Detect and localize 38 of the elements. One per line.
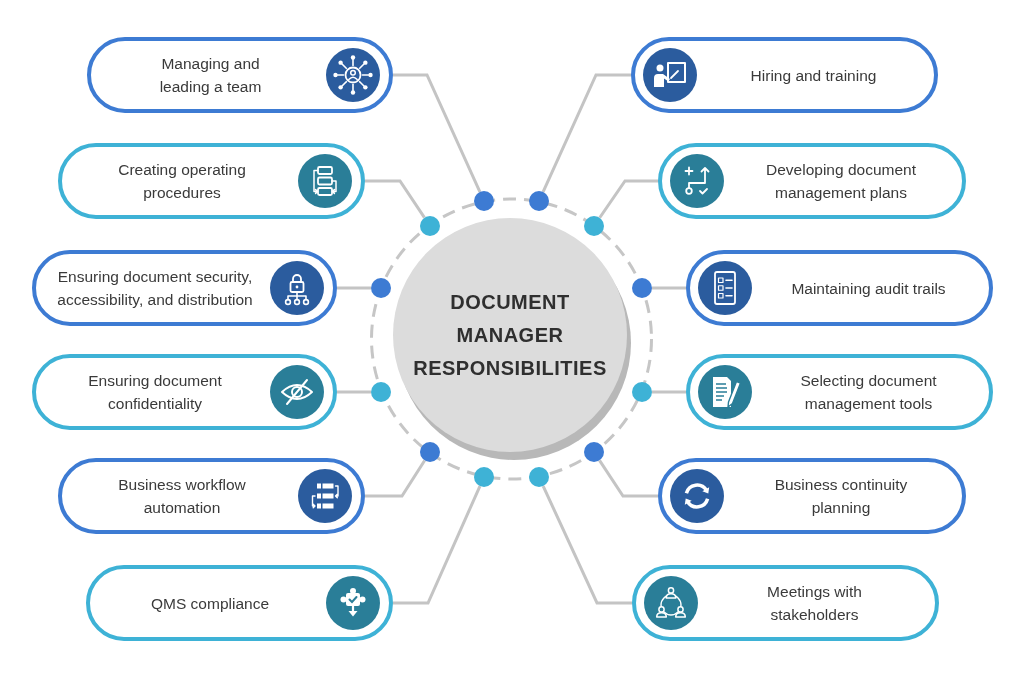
connector-dot xyxy=(371,278,391,298)
connector-dot xyxy=(474,467,494,487)
responsibility-label: Hiring and training xyxy=(750,65,877,86)
connector-dot xyxy=(584,216,604,236)
connector-dot xyxy=(529,191,549,211)
responsibility-label: QMS compliance xyxy=(150,593,270,614)
connector-line xyxy=(365,459,426,498)
connector-dot xyxy=(420,442,440,462)
connector-line xyxy=(337,286,371,290)
responsibility-label: Business continuity planning xyxy=(774,475,908,518)
responsibility-label: Ensuring document security, accessibility, and distribution xyxy=(56,267,254,310)
connector-line xyxy=(541,485,632,605)
responsibility-label: Creating operating procedures xyxy=(117,160,247,203)
responsibility-label: Managing and leading a team xyxy=(159,54,262,97)
connector-dot xyxy=(474,191,494,211)
connector-dot xyxy=(420,216,440,236)
connector-dot xyxy=(632,278,652,298)
connector-line xyxy=(598,179,658,219)
connector-line xyxy=(365,179,426,219)
responsibility-label: Maintaining audit trails xyxy=(790,278,947,299)
connector-line xyxy=(393,73,482,193)
connector-line xyxy=(652,390,686,394)
connector-dot xyxy=(371,382,391,402)
responsibility-label: Ensuring document confidentiality xyxy=(87,371,223,414)
connector-line xyxy=(393,485,482,605)
connector-dot xyxy=(529,467,549,487)
connector-dot xyxy=(632,382,652,402)
responsibility-label: Meetings with stakeholders xyxy=(766,582,863,625)
center-title: DOCUMENT MANAGER RESPONSIBILITIES xyxy=(412,289,608,381)
connector-line xyxy=(541,73,631,193)
connector-line xyxy=(652,286,686,290)
connector-line xyxy=(598,459,658,498)
responsibility-label: Business workflow automation xyxy=(117,475,247,518)
center-circle xyxy=(393,218,631,460)
connector-dot xyxy=(584,442,604,462)
connector-line xyxy=(337,390,371,394)
responsibility-label: Developing document management plans xyxy=(765,160,917,203)
responsibility-label: Selecting document management tools xyxy=(799,371,938,414)
